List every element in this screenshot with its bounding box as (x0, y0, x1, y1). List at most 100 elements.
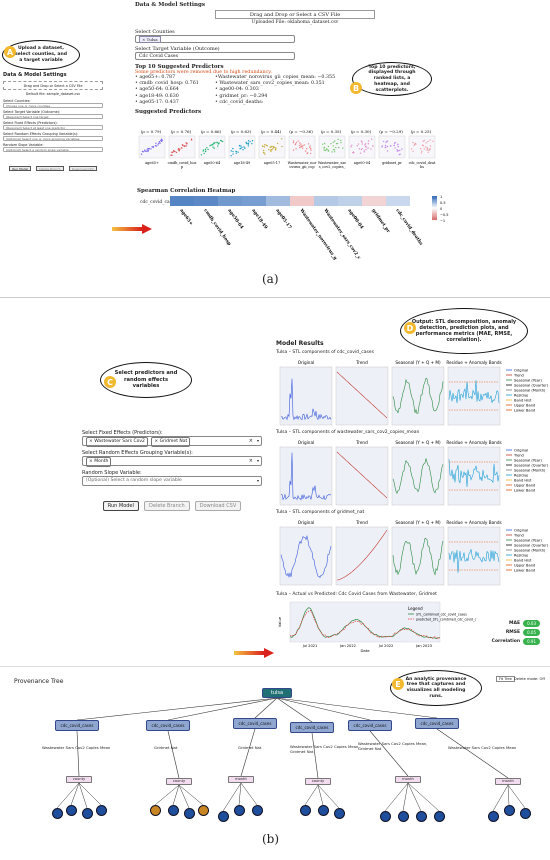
colorbar-segment (432, 199, 437, 201)
tree-node-l1-1[interactable]: cdc_covid_cases (146, 720, 190, 731)
heatmap-col-label: gridmet_pr (370, 208, 391, 235)
scatter-point (214, 141, 216, 144)
model-results-title: Model Results (276, 340, 324, 347)
left-upload-area[interactable]: Drag and Drop or Select a CSV File (3, 81, 103, 90)
tree-node-l2-3[interactable]: county (305, 778, 331, 785)
left-fixed-select[interactable]: (Required) Select at least one predictor (3, 125, 103, 130)
scatter-point (422, 140, 425, 142)
left-download-csv-button[interactable]: Download CSV (68, 166, 97, 171)
random-effects-select[interactable]: × Month × ▾ (82, 456, 262, 467)
colorbar-tick: 1 (440, 195, 442, 199)
scatter-point (421, 150, 423, 153)
scatter-point (174, 150, 176, 153)
right-counties-label: Select Counties (135, 29, 175, 35)
left-settings-title: Data & Model Settings (3, 72, 67, 78)
heatmap-cell (338, 196, 362, 206)
scatter-x-label: hs (420, 165, 424, 169)
left-random-select[interactable]: (Optional) Select one or more grouping v… (3, 136, 103, 141)
fixed-effects-select[interactable]: × Wastewater Sars Cov2 × Gridmet Nat × ▾ (82, 436, 262, 447)
clear-icon[interactable]: × (248, 458, 253, 464)
right-counties-select[interactable]: × Tulsa (135, 35, 295, 43)
scatter-point (412, 141, 414, 144)
tree-node-l2-2[interactable]: month (228, 776, 254, 783)
tree-root-node[interactable]: tulsa (262, 688, 292, 698)
fixed-chip[interactable]: × Gridmet Nat (151, 437, 191, 447)
colorbar-segment (432, 201, 437, 203)
chevron-down-icon[interactable]: ▾ (256, 478, 259, 483)
scatter-point (140, 153, 143, 155)
stl-series-line (280, 378, 332, 421)
tree-node-l2-5[interactable]: month (495, 778, 521, 785)
left-run-model-button[interactable]: Run Model (9, 166, 32, 171)
callout-b: Top 10 predictors, displayed through ran… (352, 62, 432, 96)
stl-plot-frame (391, 446, 445, 506)
callout-b-text: Top 10 predictors, displayed through ran… (368, 64, 416, 93)
stl-legend-label: Seasonal (Year) (514, 379, 542, 383)
scatter-point (295, 141, 298, 144)
tree-node-l1-5[interactable]: cdc_covid_cases (415, 718, 459, 729)
left-counties-select[interactable]: Choose one or more counties (3, 103, 103, 108)
fixed-chip[interactable]: × Wastewater Sars Cov2 (86, 437, 148, 447)
scatter-point (207, 148, 209, 151)
colorbar-segment (432, 198, 437, 200)
tree-node-l1-0[interactable]: cdc_covid_cases (55, 720, 99, 731)
clear-icon[interactable]: × (248, 438, 253, 444)
caption-a: (a) (262, 272, 279, 286)
scatter-point (370, 148, 372, 150)
scatter-rho-label: (ρ = 0.66) (201, 129, 222, 134)
stl-series-line (392, 458, 444, 495)
left-slope-select[interactable]: (Optional) Select a random slope variabl… (3, 147, 103, 152)
county-chip-tulsa[interactable]: × Tulsa (139, 36, 161, 43)
scatter-point (382, 140, 385, 143)
scatter-x-label: ovirus_gii_cop (289, 165, 315, 169)
delete-mode-label[interactable]: Delete mode: Off (514, 677, 545, 681)
tree-node-l2-0[interactable]: county (66, 776, 92, 783)
scatter-point (251, 142, 253, 145)
left-delete-branch-button[interactable]: Delete Branch (36, 166, 64, 171)
stl-col-title: Residue + Anomaly Bands (446, 360, 501, 365)
scatter-point (172, 149, 175, 152)
tree-node-l1-3[interactable]: cdc_covid_cases (290, 722, 334, 733)
scatter-point (152, 145, 155, 148)
fit-tree-button[interactable]: Fit Tree (496, 676, 515, 682)
scatter-point (204, 148, 207, 151)
tree-node-l2-1[interactable]: county (166, 778, 192, 785)
scatter-point (145, 150, 147, 153)
right-target-select[interactable]: Cdc Covid Cases (135, 52, 295, 60)
scatter-point (292, 141, 295, 144)
tree-node-l2-4[interactable]: month (395, 776, 421, 783)
random-effects-label: Select Random Effects Grouping Variable(… (82, 450, 193, 456)
scatter-point (372, 145, 374, 147)
right-upload-area[interactable]: Drag and Drop or Select a CSV File (215, 10, 375, 19)
delete-branch-button[interactable]: Delete Branch (144, 501, 190, 511)
run-model-button[interactable]: Run Model (102, 501, 139, 511)
metric-label-correlation: Correlation (491, 639, 521, 644)
tree-edge (76, 730, 80, 777)
slope-select[interactable]: (Optional) Select a random slope variabl… (82, 476, 262, 486)
stl-plot-frame (447, 526, 501, 586)
scatter-point (365, 146, 367, 148)
scatter-point (158, 141, 161, 143)
stl-series-line (336, 371, 388, 419)
chevron-down-icon[interactable]: ▾ (256, 438, 259, 443)
scatter-point (155, 145, 158, 147)
chevron-down-icon[interactable]: ▾ (256, 458, 259, 463)
tree-node-l1-2[interactable]: cdc_covid_cases (233, 718, 277, 729)
stl-col-title: Residue + Anomaly Bands (446, 440, 501, 445)
scatter-point (401, 148, 403, 150)
download-csv-button[interactable]: Download CSV (194, 501, 242, 511)
random-chip[interactable]: × Month (86, 457, 112, 467)
tree-node-l1-4[interactable]: cdc_covid_cases (348, 720, 392, 731)
scatter-point (235, 152, 237, 154)
scatter-point (275, 147, 277, 149)
predicted-series-line (289, 609, 441, 640)
stl-col-title: Original (298, 440, 314, 445)
scatter-point (221, 140, 224, 143)
left-target-select[interactable]: (Required) Select one target (3, 114, 103, 119)
suggested-predictors-title: Suggested Predictors (135, 109, 202, 116)
scatter-point (384, 144, 387, 147)
heatmap-cell (362, 196, 386, 206)
scatter-point (185, 145, 187, 147)
scatter-point (419, 148, 422, 150)
colorbar-segment (432, 215, 437, 217)
